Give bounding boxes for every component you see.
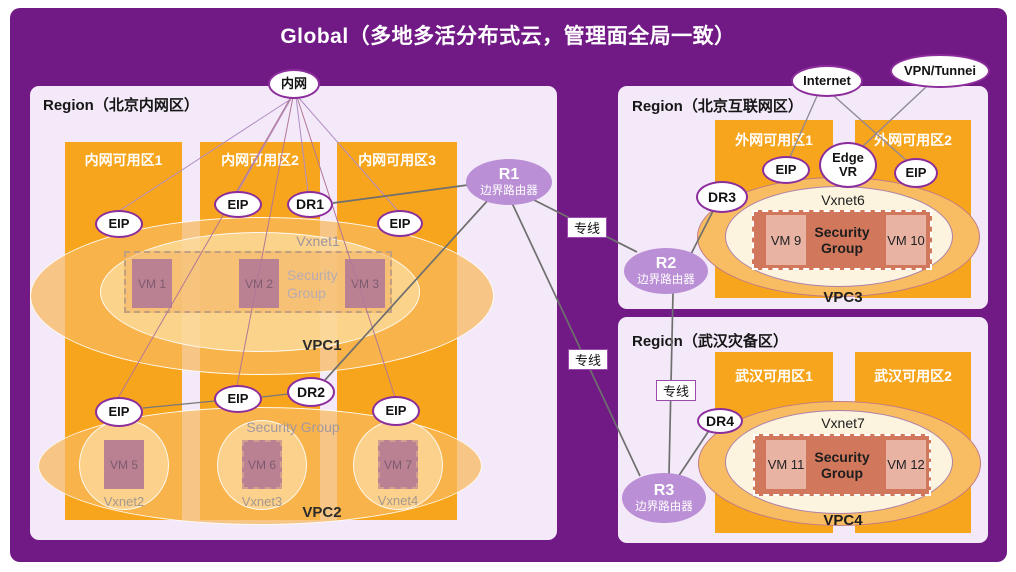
cloud-internet: Internet (791, 65, 863, 97)
dr4-node: DR4 (697, 408, 743, 434)
vm-7: VM 7 (378, 440, 418, 489)
security-group-label: Security Group (287, 267, 338, 301)
region-label: Region（北京内网区） (43, 97, 199, 114)
vm-9: VM 9 (766, 215, 806, 265)
eip-node: EIP (95, 210, 143, 238)
vpc4-label: VPC4 (823, 512, 863, 529)
eip-node: EIP (762, 156, 810, 184)
zone-label: 外网可用区2 (874, 132, 952, 148)
vm-1: VM 1 (132, 259, 172, 308)
dedicated-line-label-3: 专线 (656, 380, 696, 401)
vm-5: VM 5 (104, 440, 144, 489)
cloud-intranet: 内网 (268, 69, 320, 99)
router-name: R1 (498, 166, 520, 184)
vxnet1-label: Vxnet1 (296, 233, 340, 249)
zone-label: 内网可用区2 (221, 152, 299, 168)
eip-node: EIP (377, 210, 423, 237)
router-name: R2 (655, 255, 677, 273)
vxnet4-label: Vxnet4 (377, 493, 419, 508)
security-group-label: Security Group (814, 448, 870, 481)
diagram-title: Global（多地多活分布式云，管理面全局一致） (280, 25, 736, 48)
vpc2-label: VPC2 (302, 504, 342, 521)
vpc3-label: VPC3 (823, 289, 863, 306)
dr3-node: DR3 (696, 181, 748, 213)
router-subtitle: 边界路由器 (637, 273, 695, 286)
zone-label: 内网可用区3 (358, 152, 436, 168)
edge-vr-node: Edge VR (819, 142, 877, 188)
security-group-label: Security Group (246, 419, 340, 435)
eip-node: EIP (894, 158, 938, 188)
security-group-label: Security Group (814, 223, 870, 256)
zone-label: 外网可用区1 (735, 132, 813, 148)
router-subtitle: 边界路由器 (635, 500, 693, 513)
dedicated-line-label-1: 专线 (567, 217, 607, 238)
vpc1-label: VPC1 (302, 337, 342, 354)
router-r1: R1 边界路由器 (466, 159, 552, 205)
zone-label: 武汉可用区1 (735, 368, 813, 384)
vm-10: VM 10 (886, 215, 926, 265)
dedicated-line-label-2: 专线 (568, 349, 608, 370)
region-label: Region（武汉灾备区） (632, 333, 788, 350)
zone-label: 内网可用区1 (84, 152, 163, 168)
eip-node: EIP (214, 191, 262, 218)
vm-11: VM 11 (766, 440, 806, 489)
vxnet6-label: Vxnet6 (821, 192, 865, 208)
eip-node: EIP (372, 396, 420, 426)
zone-label: 武汉可用区2 (874, 368, 952, 384)
cloud-vpn-tunnel: VPN/Tunnei (890, 54, 990, 88)
vm-12: VM 12 (886, 440, 926, 489)
vxnet7-label: Vxnet7 (821, 415, 865, 431)
eip-node: EIP (95, 397, 143, 427)
vm-6: VM 6 (242, 440, 282, 489)
router-r2: R2 边界路由器 (624, 248, 708, 294)
router-name: R3 (653, 482, 675, 500)
dr1-node: DR1 (287, 191, 333, 218)
dr2-node: DR2 (287, 377, 335, 407)
vm-2: VM 2 (239, 259, 279, 308)
eip-node: EIP (214, 385, 262, 413)
router-r3: R3 边界路由器 (622, 473, 706, 523)
vxnet2-label: Vxnet2 (103, 494, 145, 509)
router-subtitle: 边界路由器 (480, 184, 538, 197)
region-label: Region（北京互联网区） (632, 98, 803, 115)
vxnet3-label: Vxnet3 (241, 494, 283, 509)
